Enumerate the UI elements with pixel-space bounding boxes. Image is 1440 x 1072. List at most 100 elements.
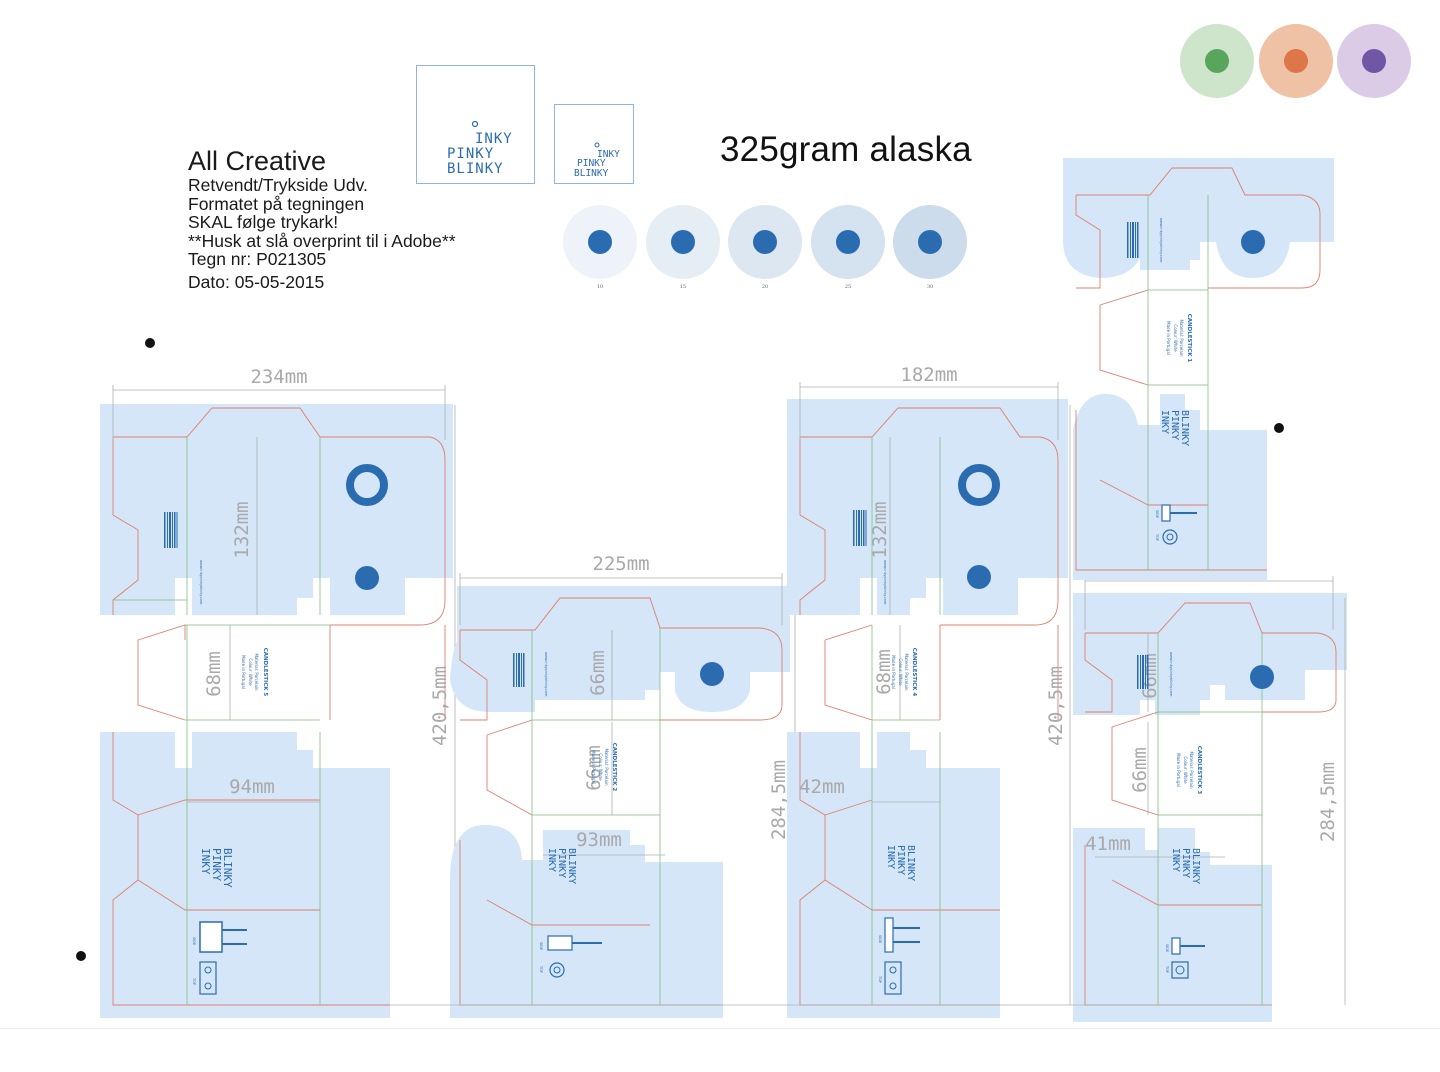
candlestick-drawing-icon <box>1171 937 1205 979</box>
logo-line-3: BLINKY <box>1179 410 1190 446</box>
logo-line-2: PINKY <box>447 146 494 162</box>
dieline-candlestick-1: www.inkypinkyblinky.com CANDLESTICK 1 Ma… <box>1063 158 1334 580</box>
candle-dot-icon <box>700 662 724 686</box>
logo-line-1: INKY <box>475 131 513 147</box>
sheet-footer-divider <box>0 1028 1440 1029</box>
logo-line-3: BLINKY <box>566 848 577 884</box>
logo-line-2: PINKY <box>577 158 606 169</box>
logo-card-small: INKY PINKY BLINKY <box>554 104 634 184</box>
purple-swatch-dot <box>1362 49 1386 73</box>
top-label: TOP <box>878 975 882 983</box>
dim-height: 420,5mm <box>1045 666 1067 746</box>
print-area <box>787 399 1068 615</box>
logo-line-1: INKY <box>885 845 896 869</box>
dim-panel-a: 66mm <box>1139 653 1161 699</box>
print-area <box>787 732 1000 1018</box>
website-text: www.inkypinkyblinky.com <box>199 560 203 605</box>
website-text: www.inkypinkyblinky.com <box>1169 652 1173 697</box>
top-label: TOP <box>192 977 196 985</box>
green-swatch-dot <box>1205 49 1229 73</box>
dieline-candlestick-2: 225mm 66mm 66mm 93mm 284,5mm www.inkypin… <box>450 553 796 1018</box>
registration-mark <box>145 338 155 348</box>
product-colour: Colour: White <box>598 753 603 781</box>
info-line-reversed: Retvendt/Trykside Udv. <box>188 175 368 195</box>
top-label: TOP <box>1165 965 1169 973</box>
dim-panel-a: 132mm <box>231 501 253 558</box>
product-origin: Made in Portugal <box>891 655 896 689</box>
paper-spec-title: 325gram alaska <box>720 130 972 169</box>
product-material: Material: Porcelain <box>1179 319 1184 356</box>
product-material: Material: Porcelain <box>1189 751 1194 788</box>
dieline-candlestick-5: 234mm 132mm 68mm 94mm 420,5mm www.inkypi… <box>100 366 456 1018</box>
product-name: CANDLESTICK 4 <box>911 648 917 697</box>
product-material: Material: Porcelain <box>254 653 259 690</box>
side-label: SIDE <box>539 942 543 950</box>
tint-swatch-dot <box>918 230 942 254</box>
product-colour: Colour: White <box>1183 756 1188 784</box>
print-area <box>1073 593 1347 715</box>
tint-swatch-label: 25 <box>845 284 851 290</box>
tint-swatch-dot <box>753 230 777 254</box>
print-area <box>450 586 790 712</box>
company-name: All Creative <box>188 146 327 176</box>
info-line-drawing-number: Tegn nr: P021305 <box>188 249 327 269</box>
candlestick-drawing-icon <box>884 917 920 995</box>
dim-panel-b: 68mm <box>873 649 895 695</box>
dim-panel-a: 66mm <box>587 650 609 696</box>
tint-swatch-label: 10 <box>597 284 603 290</box>
dieline-candlestick-4: 182mm 132mm 68mm 42mm 420,5mm www.inkypi… <box>787 364 1071 1018</box>
side-label: SIDE <box>878 935 882 943</box>
top-label: TOP <box>1155 533 1159 541</box>
dim-panel-b: 66mm <box>583 745 605 791</box>
dim-height: 420,5mm <box>429 666 451 746</box>
logo-line-1: INKY <box>1159 410 1170 434</box>
logo-dot-icon <box>594 142 600 148</box>
side-label: SIDE <box>192 937 196 945</box>
candle-dot-icon <box>1241 230 1265 254</box>
barcode-icon <box>164 512 178 548</box>
top-label: TOP <box>539 965 543 973</box>
barcode-icon <box>853 510 867 546</box>
product-origin: Made in Portugal <box>591 750 596 784</box>
brand-logo: INKY PINKY BLINKY <box>885 845 916 881</box>
dim-panel-c: 41mm <box>1085 833 1131 855</box>
barcode-icon <box>1127 222 1139 258</box>
dim-panel-a: 132mm <box>869 501 891 558</box>
logo-line-1: INKY <box>199 848 212 875</box>
logo-dot-icon <box>471 120 479 128</box>
product-colour: Colour: White <box>898 658 903 686</box>
barcode-icon <box>513 653 525 687</box>
product-colour: Colour: White <box>1173 324 1178 352</box>
product-origin: Made in Portugal <box>1166 321 1171 355</box>
orange-swatch-dot <box>1284 49 1308 73</box>
tint-swatch-dot <box>671 230 695 254</box>
dim-panel-c: 93mm <box>576 829 622 851</box>
dim-panel-b: 68mm <box>203 651 225 697</box>
tint-swatch-dot <box>836 230 860 254</box>
brand-logo: INKY PINKY BLINKY <box>1159 410 1190 446</box>
website-text: www.inkypinkyblinky.com <box>883 560 887 605</box>
product-origin: Made in Portugal <box>241 655 246 689</box>
product-material: Material: Porcelain <box>904 653 909 690</box>
website-text: www.inkypinkyblinky.com <box>1159 218 1163 263</box>
product-name: CANDLESTICK 2 <box>611 743 617 792</box>
dim-height: 284,5mm <box>768 760 790 840</box>
logo-line-2: PINKY <box>895 845 906 875</box>
print-area <box>100 732 390 1018</box>
logo-card-large: INKY PINKY BLINKY <box>416 65 535 184</box>
print-area <box>1063 158 1334 278</box>
info-line-follow-sheet: SKAL følge trykark! <box>188 212 339 232</box>
print-area <box>100 404 453 615</box>
info-line-overprint: **Husk at slå overprint til i Adobe** <box>188 230 456 251</box>
candle-dot-icon <box>355 566 379 590</box>
tint-swatch-label: 30 <box>927 284 933 290</box>
logo-line-2: PINKY <box>556 848 567 878</box>
drawing-info-block: All Creative Retvendt/Trykside Udv. Form… <box>188 146 456 291</box>
logo-line-2: PINKY <box>1180 848 1191 878</box>
candlestick-drawing-icon <box>199 921 247 995</box>
dim-panel-c: 42mm <box>799 776 845 798</box>
print-area <box>1073 828 1272 1022</box>
